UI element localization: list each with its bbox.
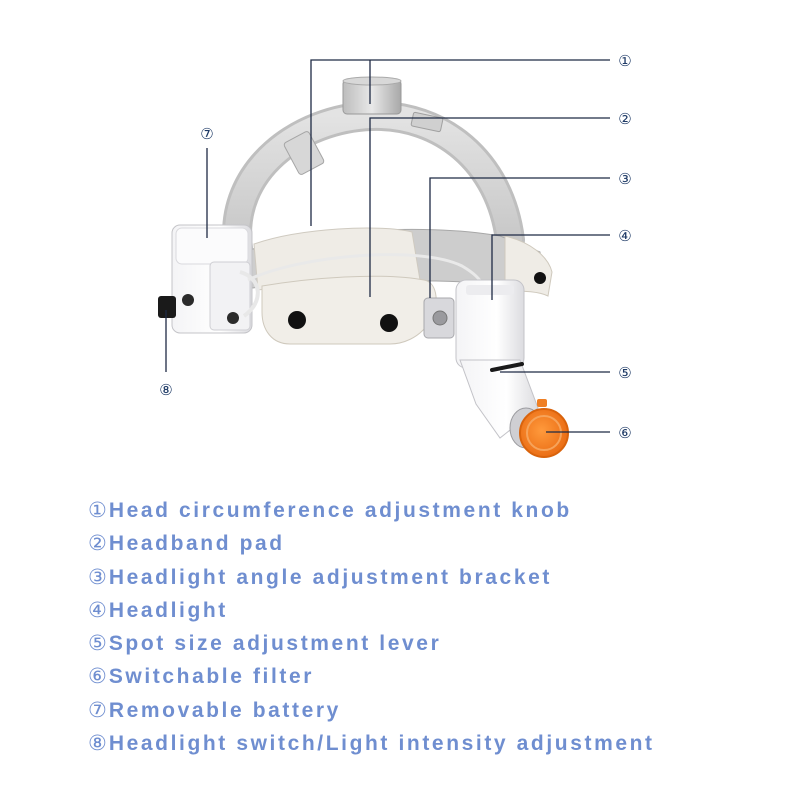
leader-3 (429, 177, 610, 298)
legend-label: Headband pad (108, 532, 285, 556)
legend-marker: ⑧ (88, 731, 107, 756)
legend-label: Removable battery (108, 698, 341, 722)
legend-label: Headlight (108, 598, 228, 622)
pad-rivet-side (534, 272, 546, 284)
filter-disc (509, 399, 569, 458)
legend-label: Head circumference adjustment knob (108, 499, 572, 522)
leader-4 (491, 234, 610, 300)
marker-1: ① (618, 52, 631, 70)
marker-5: ⑤ (618, 364, 631, 382)
battery-pack (158, 224, 260, 334)
legend-item: ⑤Spot size adjustment lever (88, 627, 655, 660)
legend-item: ⑧Headlight switch/Light intensity adjust… (88, 727, 655, 760)
marker-2: ② (618, 110, 631, 128)
callout-markers: ① ② ③ ④ ⑤ ⑥ ⑦ ⑧ (159, 52, 631, 442)
legend-marker: ④ (88, 597, 107, 622)
legend-label: Headlight switch/Light intensity adjustm… (108, 732, 655, 756)
marker-8: ⑧ (159, 381, 172, 399)
power-switch (158, 296, 176, 318)
legend-item: ③Headlight angle adjustment bracket (88, 561, 655, 594)
parts-legend: ①Head circumference adjustment knob ②Hea… (88, 494, 655, 760)
legend-item: ⑥Switchable filter (88, 660, 655, 693)
legend-label: Spot size adjustment lever (108, 632, 442, 656)
leader-2 (369, 117, 610, 297)
marker-6: ⑥ (618, 424, 631, 442)
pad-rivet-left (288, 311, 306, 329)
marker-4: ④ (618, 227, 631, 245)
pad-rivet-right (380, 314, 398, 332)
legend-marker: ③ (88, 564, 107, 589)
marker-3: ③ (618, 170, 631, 188)
headlight-diagram: ① ② ③ ④ ⑤ ⑥ ⑦ ⑧ (158, 52, 632, 458)
circumference-knob (342, 76, 402, 115)
legend-marker: ① (88, 498, 107, 522)
legend-marker: ② (88, 531, 107, 556)
legend-label: Headlight angle adjustment bracket (108, 565, 552, 589)
leader-1 (310, 59, 610, 226)
legend-marker: ⑤ (88, 631, 107, 656)
leader-lines (165, 59, 610, 433)
legend-item: ①Head circumference adjustment knob (88, 494, 655, 527)
legend-item: ②Headband pad (88, 527, 655, 560)
legend-marker: ⑥ (88, 664, 107, 689)
headband-strap (222, 100, 525, 263)
marker-7: ⑦ (200, 125, 213, 143)
angle-bracket (423, 297, 455, 339)
spot-lever (490, 362, 524, 372)
legend-label: Switchable filter (108, 665, 315, 689)
legend-item: ④Headlight (88, 594, 655, 627)
legend-marker: ⑦ (88, 697, 107, 722)
legend-item: ⑦Removable battery (88, 694, 655, 727)
